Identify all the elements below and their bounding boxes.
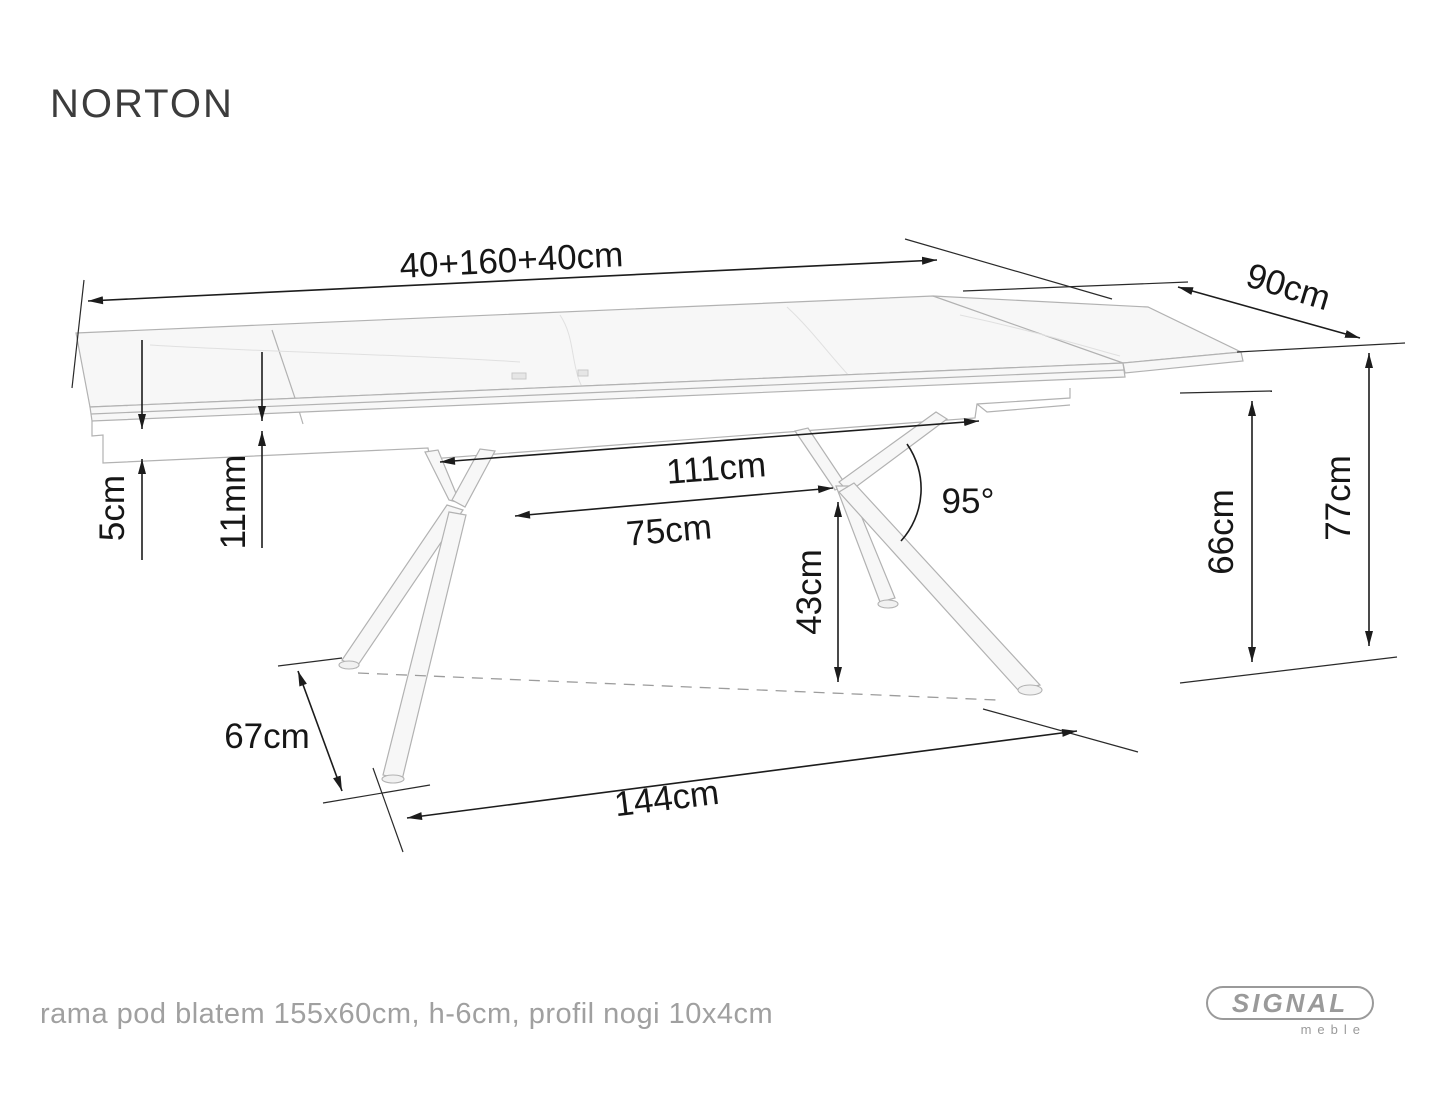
dim-label-leg-angle: 95°: [942, 482, 995, 521]
dimension-leg-angle: 95°: [900, 443, 995, 542]
dimension-clearance-height: 66cm: [1179, 390, 1273, 662]
dim-label-leg-span-inner: 75cm: [625, 507, 714, 553]
dimension-table-height: 77cm: [1179, 342, 1406, 684]
dim-label-leg-span-outer: 111cm: [665, 445, 768, 492]
dimension-knee-height: 43cm: [790, 502, 842, 682]
frame-spec-note: rama pod blatem 155x60cm, h-6cm, profil …: [40, 998, 774, 1030]
dim-label-foot-span: 144cm: [612, 773, 721, 825]
brand-logo-subtext: meble: [1300, 1022, 1366, 1037]
brand-logo-border: [1206, 986, 1374, 1020]
brand-logo-text: SIGNAL: [1231, 988, 1349, 1018]
dimension-foot-span: 144cm: [322, 708, 1139, 853]
dim-label-knee-height: 43cm: [790, 549, 829, 635]
dimension-plate-thickness: 11mm: [214, 352, 266, 550]
table-top: [75, 295, 1244, 425]
dim-label-foot-spread: 67cm: [224, 717, 310, 756]
dimension-foot-spread: 67cm: [224, 657, 343, 792]
dim-label-length: 40+160+40cm: [399, 235, 625, 286]
dim-label-plate-thickness: 11mm: [214, 455, 253, 550]
dimension-top-thickness: 5cm: [93, 340, 146, 560]
dimension-leg-span-outer: 111cm: [439, 418, 980, 492]
dim-label-top-thickness: 5cm: [93, 475, 132, 541]
floor-projection-line: [357, 672, 998, 701]
product-title: NORTON: [50, 82, 234, 126]
dim-label-clearance-height: 66cm: [1202, 489, 1241, 575]
dim-label-table-height: 77cm: [1319, 455, 1358, 541]
brand-logo: SIGNAL meble: [1206, 986, 1374, 1037]
dimension-leg-span-inner: 75cm: [514, 485, 834, 554]
